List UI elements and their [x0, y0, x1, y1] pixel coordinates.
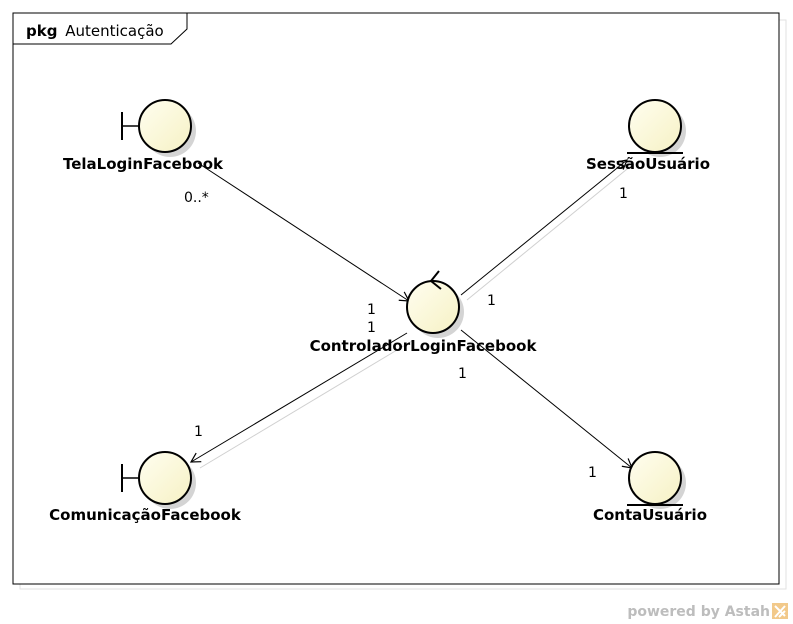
controlador-login-facebook-control[interactable]: ControladorLoginFacebook [310, 270, 538, 355]
mult-comunicacao-target: 1 [194, 424, 203, 440]
package-title: pkg Autenticação [26, 22, 164, 40]
control-circle [406, 280, 460, 334]
comunicacao-facebook-label: ComunicaçãoFacebook [49, 506, 242, 524]
entity-circle [628, 451, 682, 505]
mult-conta-target: 1 [588, 465, 597, 481]
conta-usuario-label: ContaUsuário [593, 506, 707, 524]
association-tela-controlador [197, 162, 411, 302]
mult-conta-source: 1 [458, 366, 467, 382]
package-keyword: pkg [26, 22, 57, 40]
mult-tela-target: 1 [367, 302, 376, 318]
package-tab [13, 13, 188, 45]
association-controlador-conta [460, 329, 633, 469]
controlador-login-facebook-label: ControladorLoginFacebook [310, 337, 538, 355]
entity-circle [628, 99, 682, 153]
sessao-usuario-entity[interactable]: SessãoUsuário [586, 99, 710, 173]
association-controlador-comunicacao [189, 332, 408, 463]
boundary-circle [138, 99, 192, 153]
package-name: Autenticação [65, 22, 164, 40]
tela-login-facebook-boundary[interactable]: TelaLoginFacebook [63, 99, 224, 173]
mult-sessao-target: 1 [619, 186, 628, 202]
association-shadows [199, 164, 633, 469]
tela-login-facebook-label: TelaLoginFacebook [63, 155, 224, 173]
boundary-circle [138, 451, 192, 505]
comunicacao-facebook-boundary[interactable]: ComunicaçãoFacebook [49, 451, 242, 524]
sessao-usuario-label: SessãoUsuário [586, 155, 710, 173]
conta-usuario-entity[interactable]: ContaUsuário [593, 451, 707, 524]
mult-sessao-source: 1 [487, 293, 496, 309]
control-arrowhead [429, 270, 442, 290]
astah-logo-icon [772, 603, 788, 619]
association-controlador-sessao [460, 159, 628, 296]
associations [189, 159, 633, 469]
mult-tela-source: 0..* [184, 190, 209, 206]
mult-comunicacao-source: 1 [367, 320, 376, 336]
powered-by-astah-text: powered by Astah [627, 604, 770, 620]
